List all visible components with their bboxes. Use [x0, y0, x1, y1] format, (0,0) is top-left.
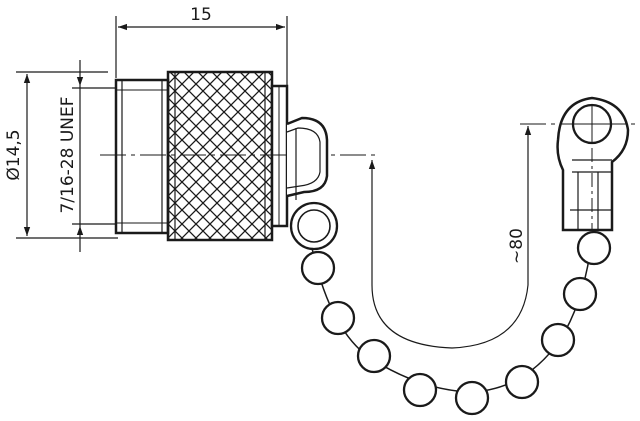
- chain-ball: [504, 364, 540, 400]
- knurled-nut: [166, 70, 274, 242]
- diameter-dimension: Ø14,5: [4, 71, 118, 239]
- chain-ball: [454, 380, 490, 416]
- ball-chain: [300, 230, 612, 416]
- chain-ball: [576, 230, 612, 266]
- chain-length-label: ~80: [507, 228, 527, 264]
- chain-ball: [562, 276, 598, 312]
- chain-ball: [356, 338, 392, 374]
- width-dimension: 15: [115, 5, 288, 90]
- mounting-tab: [520, 96, 640, 232]
- connector-body: [114, 70, 289, 242]
- chain-ball: [300, 250, 336, 286]
- retaining-clip: [286, 116, 339, 251]
- diameter-label: Ø14,5: [4, 129, 24, 180]
- chain-ball: [402, 372, 438, 408]
- clip-ring-inner: [297, 209, 331, 243]
- clip-tab-inner: [286, 127, 321, 189]
- thread-label: 7/16-28 UNEF: [58, 96, 78, 213]
- thread-dimension: 7/16-28 UNEF: [58, 60, 116, 252]
- chain-length-dimension: ~80: [368, 126, 532, 349]
- chain-ball: [540, 322, 576, 358]
- chain-length-dimension-line: [368, 126, 532, 349]
- chain-ball: [320, 300, 356, 336]
- clip-tab: [286, 116, 329, 198]
- width-label: 15: [190, 5, 212, 25]
- threaded-sleeve: [114, 78, 170, 235]
